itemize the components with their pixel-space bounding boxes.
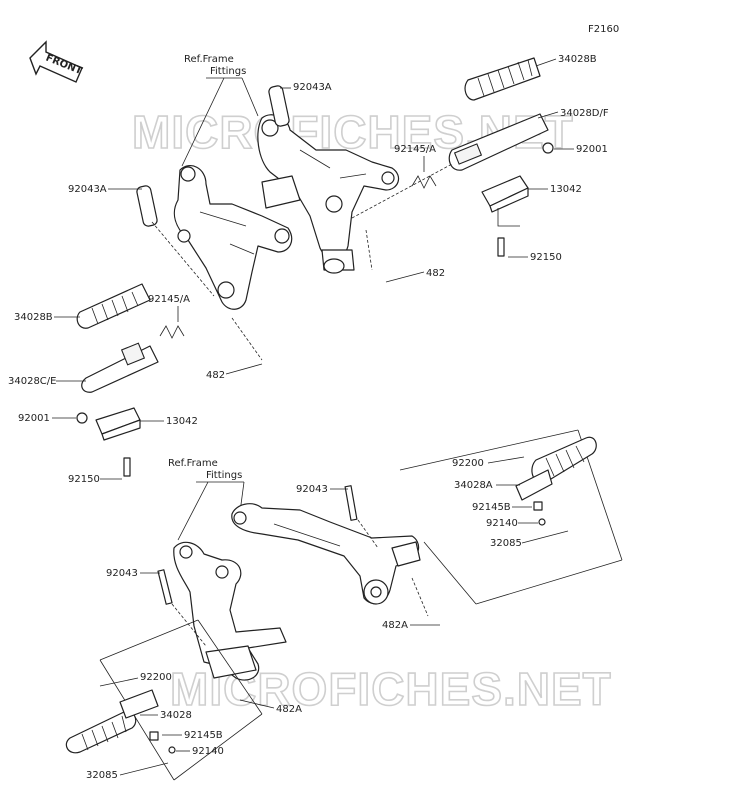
label-92140-l: 92140	[192, 746, 224, 757]
footpeg-rubber-34028A	[515, 436, 597, 501]
label-32085-r: 32085	[490, 538, 522, 549]
label-92001-top: 92001	[576, 144, 608, 155]
plate-13042-top	[481, 175, 529, 213]
spring-92145A-top	[411, 175, 437, 189]
label-34028C-left: 34028C/E	[8, 376, 56, 387]
ref-frame-label-top: Ref.Frame	[184, 54, 234, 65]
label-92043A-top: 92043A	[293, 82, 332, 93]
ball-92140-l	[168, 746, 176, 754]
footpeg-bracket-left-bottom	[173, 541, 287, 681]
footpeg-bracket-left-top	[173, 165, 293, 310]
footpeg-rubber-34028B-left	[76, 283, 151, 329]
pin-92043-left	[157, 569, 173, 605]
label-482A-r: 482A	[382, 620, 408, 631]
pin-92043-mid	[344, 485, 358, 521]
label-32085-l: 32085	[86, 770, 118, 781]
label-34028B-left: 34028B	[14, 312, 53, 323]
front-arrow-icon: FRONT	[29, 40, 84, 83]
label-482-left: 482	[206, 370, 225, 381]
fittings-label-mid: Fittings	[206, 470, 242, 481]
footpeg-34028C-left	[81, 342, 159, 393]
label-92145A-left: 92145/A	[148, 294, 190, 305]
footpeg-rubber-34028B-top	[464, 57, 541, 101]
label-13042-left: 13042	[166, 416, 198, 427]
label-92150-top: 92150	[530, 252, 562, 263]
pin-92043A-top	[268, 85, 290, 127]
bolt-92001-left	[76, 412, 88, 424]
plate-13042-left	[95, 407, 141, 441]
figure-code: F2160	[588, 24, 619, 35]
ball-92140-r	[538, 518, 546, 526]
callout-box-left	[99, 619, 263, 781]
label-13042-top: 13042	[550, 184, 582, 195]
footpeg-bracket-right-top	[257, 114, 400, 274]
label-92145B-r: 92145B	[472, 502, 511, 513]
label-34028A: 34028A	[454, 480, 493, 491]
ref-frame-label-mid: Ref.Frame	[168, 458, 218, 469]
label-92001-left: 92001	[18, 413, 50, 424]
label-482-top: 482	[426, 268, 445, 279]
footpeg-bracket-right-bottom	[231, 503, 421, 605]
pin-92043A-left	[136, 185, 158, 227]
label-34028D-top: 34028D/F	[560, 108, 609, 119]
label-92200-r: 92200	[452, 458, 484, 469]
bolt-92150-top	[497, 237, 505, 257]
label-92145A-top: 92145/A	[394, 144, 436, 155]
spring-92145B-l	[149, 731, 159, 741]
label-482A-l: 482A	[276, 704, 302, 715]
label-92150-left: 92150	[68, 474, 100, 485]
fittings-label-top: Fittings	[210, 66, 246, 77]
label-34028: 34028	[160, 710, 192, 721]
bolt-92150-left	[123, 457, 131, 477]
label-92200-l: 92200	[140, 672, 172, 683]
spring-92145A-left	[159, 325, 185, 339]
bolt-92001-top	[542, 142, 554, 154]
label-92043-left: 92043	[106, 568, 138, 579]
label-34028B-top: 34028B	[558, 54, 597, 65]
footpeg-34028D-top	[448, 113, 549, 171]
label-92043-mid: 92043	[296, 484, 328, 495]
footpeg-rubber-34028	[65, 689, 159, 754]
callout-box-right	[399, 429, 623, 605]
label-92140-r: 92140	[486, 518, 518, 529]
label-92043A-left: 92043A	[68, 184, 107, 195]
spring-92145B-r	[533, 501, 543, 511]
label-92145B-l: 92145B	[184, 730, 223, 741]
